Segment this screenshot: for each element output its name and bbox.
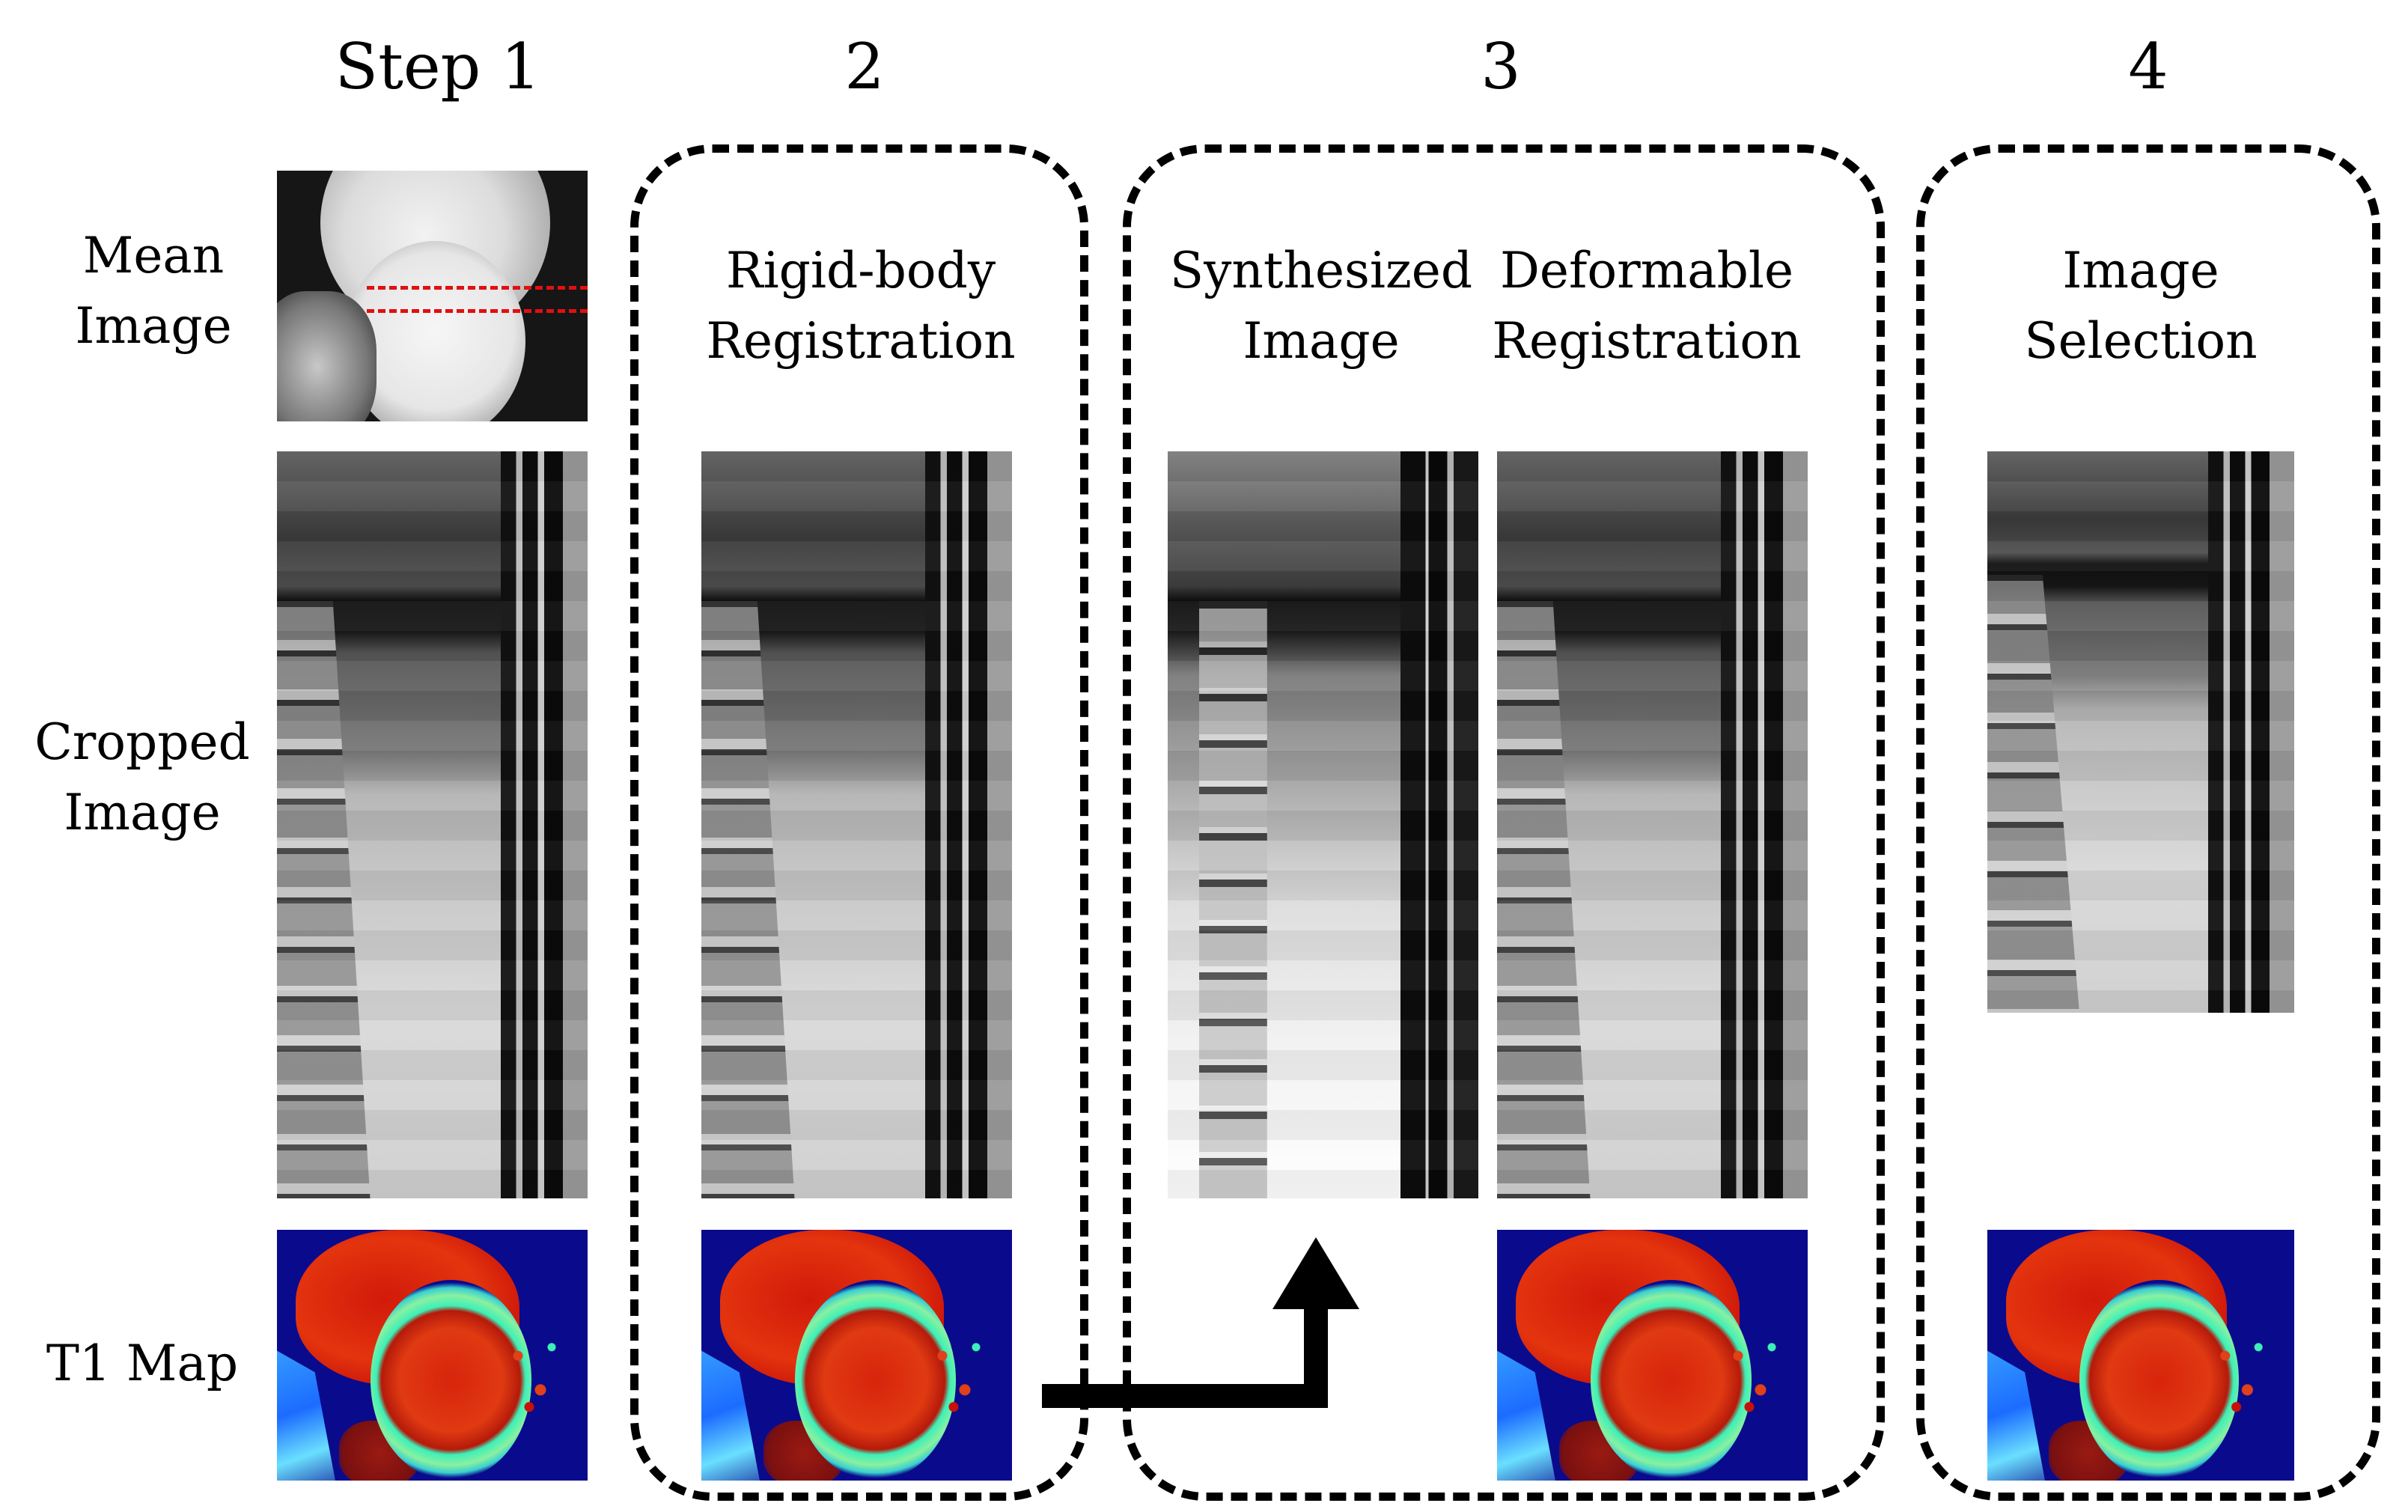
- cropped-image-rigid-registration: [701, 451, 1012, 1198]
- column-title-image-selection: Image Selection: [1976, 236, 2305, 377]
- column-title-deformable-registration: Deformable Registration: [1482, 236, 1811, 377]
- step-3-group-box: [1123, 144, 1885, 1501]
- row-label-mean-image: Mean Image: [30, 221, 277, 362]
- row-label-cropped-image: Cropped Image: [15, 707, 269, 848]
- t1-map-deformable-registration: [1497, 1230, 1808, 1481]
- synth-title-line2: Image: [1243, 312, 1400, 370]
- mean-image: [277, 171, 588, 421]
- deform-title-line2: Registration: [1492, 312, 1802, 370]
- t1-map-step1: [277, 1230, 588, 1481]
- step-2-group-box: [630, 144, 1088, 1501]
- column-title-synthesized-image: Synthesized Image: [1156, 236, 1486, 377]
- cropped-image-deformable-registration: [1497, 451, 1808, 1198]
- flow-arrow-horizontal: [1042, 1384, 1328, 1408]
- crop-line-bottom: [367, 309, 588, 313]
- column-title-rigid-body-registration: Rigid-body Registration: [674, 236, 1048, 377]
- rigid-title-line2: Registration: [706, 312, 1016, 370]
- row-label-mean-line1: Mean: [82, 227, 225, 284]
- select-title-line1: Image: [2062, 242, 2219, 299]
- flow-arrow-vertical: [1304, 1306, 1328, 1408]
- cropped-image-selection: [1987, 451, 2294, 1013]
- row-label-mean-line2: Image: [75, 297, 232, 355]
- rigid-title-line1: Rigid-body: [725, 242, 996, 299]
- row-label-cropped-line2: Image: [64, 784, 221, 841]
- step-1-label: Step 1: [335, 30, 541, 103]
- step-3-label: 3: [1481, 30, 1521, 103]
- deform-title-line1: Deformable: [1499, 242, 1794, 299]
- select-title-line2: Selection: [2024, 312, 2258, 370]
- synthesized-image: [1168, 451, 1478, 1198]
- t1-map-rigid-registration: [701, 1230, 1012, 1481]
- step-4-label: 4: [2128, 30, 2168, 103]
- step-2-label: 2: [844, 30, 885, 103]
- t1-map-selection: [1987, 1230, 2294, 1481]
- flow-arrow-head-icon: [1272, 1237, 1359, 1309]
- synth-title-line1: Synthesized: [1169, 242, 1473, 299]
- crop-line-top: [367, 286, 588, 290]
- step-4-group-box: [1916, 144, 2380, 1501]
- row-label-t1-map: T1 Map: [46, 1335, 239, 1392]
- cropped-image-step1: [277, 451, 588, 1198]
- row-label-cropped-line1: Cropped: [34, 713, 250, 771]
